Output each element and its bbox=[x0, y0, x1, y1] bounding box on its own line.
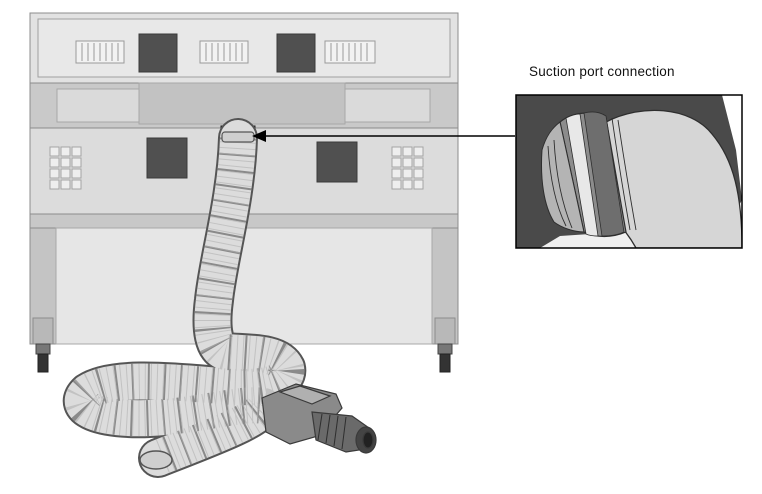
front-panel-dark-right bbox=[316, 141, 358, 183]
front-grille-left bbox=[49, 146, 82, 190]
detail-inset bbox=[515, 94, 743, 249]
extraction-unit bbox=[261, 383, 377, 454]
extraction-unit-outlet-inner bbox=[362, 431, 374, 449]
machine-right-leg-foot bbox=[434, 317, 456, 345]
pointer-arrow-head bbox=[252, 130, 266, 142]
machine-left-leg-foot bbox=[32, 317, 54, 345]
inset-frame bbox=[515, 94, 743, 249]
middle-rail-right-block bbox=[344, 88, 431, 123]
extraction-hose bbox=[63, 118, 307, 478]
top-vent-right bbox=[324, 40, 376, 64]
top-panel-dark-right bbox=[276, 33, 316, 73]
top-vent-left bbox=[75, 40, 125, 64]
middle-rail-center-block bbox=[138, 82, 346, 125]
inset-coupling-ring-dark bbox=[583, 111, 625, 237]
inset-collar-left bbox=[541, 121, 585, 233]
callout-label: Suction port connection bbox=[529, 64, 675, 79]
inset-white-area bbox=[716, 95, 742, 248]
inset-thread-lines bbox=[547, 117, 637, 231]
extraction-unit-top bbox=[278, 385, 332, 405]
inset-coupling-ring-light bbox=[565, 113, 599, 237]
pointer-arrow bbox=[252, 130, 515, 142]
hose-corrugation bbox=[65, 137, 305, 475]
caster-right bbox=[437, 343, 453, 373]
top-panel-dark-left bbox=[138, 33, 178, 73]
front-grille-right bbox=[391, 146, 424, 190]
machine-front-door bbox=[55, 227, 433, 345]
top-vent-center bbox=[199, 40, 249, 64]
hose-top-cuff bbox=[221, 131, 255, 143]
extraction-unit-ribs bbox=[317, 413, 347, 450]
hose-open-end bbox=[139, 450, 173, 470]
front-panel-dark-left bbox=[146, 137, 188, 179]
caster-left bbox=[35, 343, 51, 373]
middle-rail-left-block bbox=[56, 88, 140, 123]
